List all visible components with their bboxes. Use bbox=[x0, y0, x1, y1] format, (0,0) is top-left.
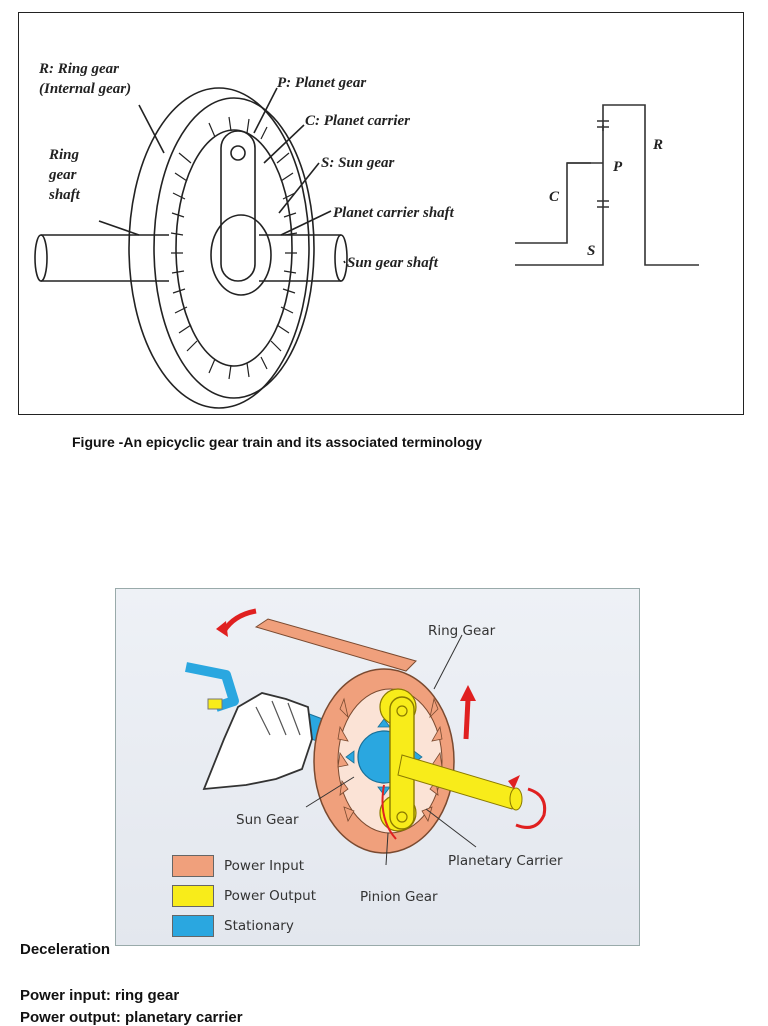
schematic-s: S bbox=[587, 243, 595, 259]
legend-swatch bbox=[172, 915, 214, 937]
epicyclic-gear-figure: R: Ring gear (Internal gear) P: Planet g… bbox=[18, 12, 744, 415]
planetary-gear-illustration: Ring Gear Sun Gear Planetary Carrier Pin… bbox=[115, 588, 640, 946]
legend-item-power-output: Power Output bbox=[172, 881, 316, 911]
legend-item-power-input: Power Input bbox=[172, 851, 316, 881]
legend-label: Stationary bbox=[224, 918, 294, 934]
schematic-diagram bbox=[515, 104, 699, 266]
planet-carrier-label: C: Planet carrier bbox=[305, 113, 410, 129]
legend-swatch bbox=[172, 855, 214, 877]
legend-label: Power Input bbox=[224, 858, 305, 874]
color-legend: Power Input Power Output Stationary bbox=[172, 851, 316, 941]
schematic-r: R bbox=[652, 137, 663, 153]
ring-gear-shaft-label-1: Ring bbox=[48, 147, 80, 163]
planet-carrier-shaft-label: Planet carrier shaft bbox=[333, 205, 455, 221]
planet-gear-label: P: Planet gear bbox=[277, 75, 366, 91]
legend-swatch bbox=[172, 885, 214, 907]
planetary-gear-drawing: Ring Gear Sun Gear Planetary Carrier Pin… bbox=[185, 608, 563, 905]
schematic-p: P bbox=[613, 159, 623, 175]
pinion-gear-label: Pinion Gear bbox=[360, 889, 438, 905]
power-output-line: Power output: planetary carrier bbox=[20, 1009, 243, 1026]
internal-gear-label: (Internal gear) bbox=[39, 81, 131, 97]
ring-gear-label: R: Ring gear bbox=[38, 61, 119, 77]
legend-label: Power Output bbox=[224, 888, 317, 904]
ring-gear-shaft-label-3: shaft bbox=[48, 187, 81, 203]
deceleration-heading: Deceleration bbox=[20, 941, 111, 958]
legend-item-stationary: Stationary bbox=[172, 911, 316, 941]
sun-gear-label: Sun Gear bbox=[236, 812, 299, 828]
figure-caption: Figure -An epicyclic gear train and its … bbox=[72, 434, 482, 450]
power-input-line: Power input: ring gear bbox=[20, 987, 180, 1004]
sun-gear-label: S: Sun gear bbox=[321, 155, 395, 171]
ring-gear-label: Ring Gear bbox=[428, 623, 496, 639]
schematic-c: C bbox=[549, 189, 560, 205]
sun-gear-shaft-label: Sun gear shaft bbox=[347, 255, 439, 271]
ring-gear-shaft-label-2: gear bbox=[48, 167, 77, 183]
planetary-carrier-label: Planetary Carrier bbox=[448, 853, 563, 869]
epicyclic-gear-drawing: R: Ring gear (Internal gear) P: Planet g… bbox=[34, 61, 699, 409]
